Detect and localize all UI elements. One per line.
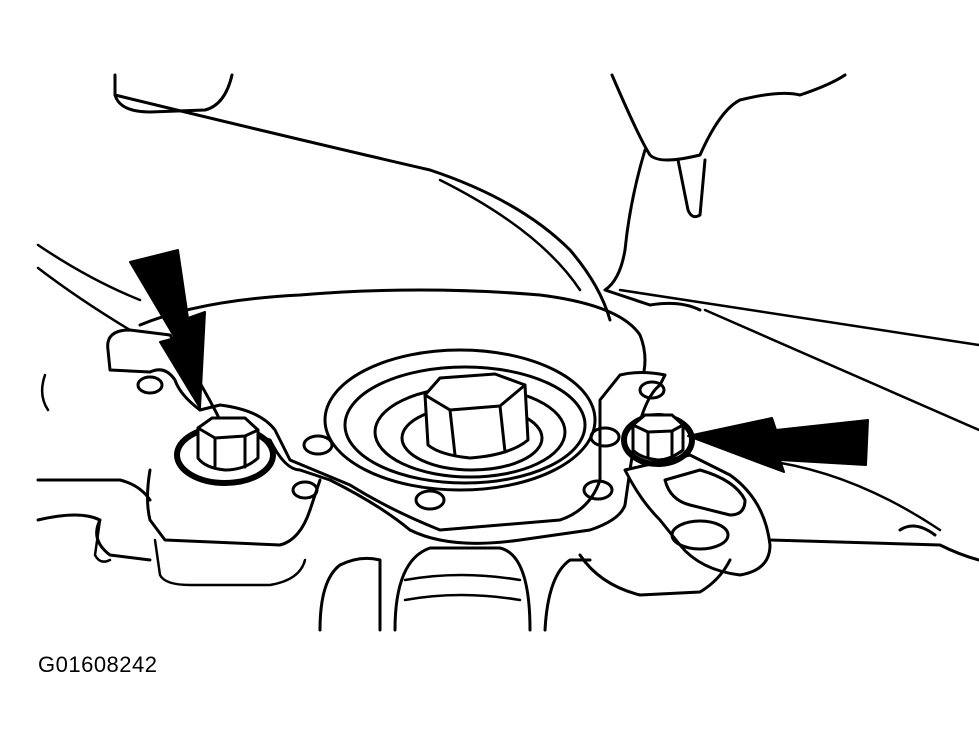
lower-right-housing [578,553,732,597]
left-member-line-2 [36,266,132,332]
right-diagonal-line-2 [703,308,979,432]
mounting-ear-slot [663,468,747,517]
slot-hole [670,519,730,551]
lower-bracket-arm-left [146,468,322,547]
lower-right-edge [768,524,979,562]
bracket-ledge [153,538,307,587]
lower-shaft-right [543,558,592,632]
cover-bolt-4 [414,489,446,511]
lower-shaft-left [318,556,382,632]
cover-bolt-6 [638,380,666,400]
cover-bolt-2 [302,434,334,456]
housing-tab [676,158,707,219]
lower-left-housing [36,478,152,562]
upper-housing-contour [113,93,612,322]
figure-caption: G01608242 [38,652,158,677]
cover-bolt-7 [291,480,319,500]
left-pointer-arrow [129,249,206,409]
right-diagonal-line-1 [618,288,979,347]
lower-left-edge [93,518,112,563]
right-mounting-ear [623,453,772,577]
left-edge-arc [40,373,50,412]
cover-bolt-5 [582,479,614,501]
housing-body-right [603,148,702,312]
left-bolt-head [196,416,260,472]
right-fender-line [758,458,942,532]
lower-shaft-rib [403,573,522,602]
right-bolt-head-face [631,423,685,460]
upper-housing-right [610,73,847,162]
flange-cover-top [138,288,647,387]
center-disc-ring-1 [343,365,587,485]
right-bolt-head [631,413,685,462]
cover-bolt-3 [589,426,621,448]
right-pointer-arrow [687,417,869,473]
cover-bolt-1 [136,375,164,395]
upper-housing-contour-inner [438,178,582,292]
left-member-line-1 [36,243,142,302]
center-hex-nut-face [423,383,527,457]
left-bolt-head-face [196,426,260,469]
lower-shaft-center [393,546,532,632]
center-hex-nut [423,372,530,460]
center-disc-outer [323,348,597,492]
upper-housing-left [113,73,234,114]
